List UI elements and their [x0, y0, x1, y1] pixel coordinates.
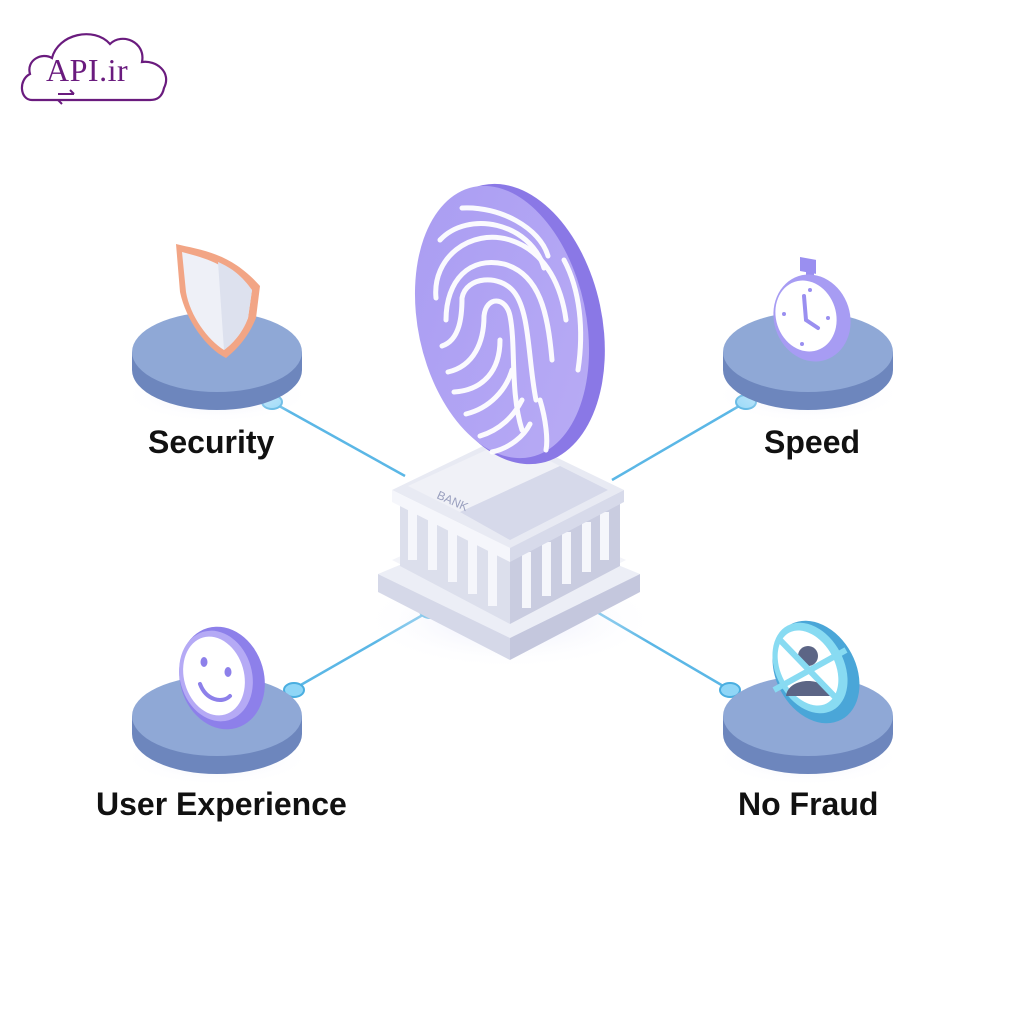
logo-text: API.ir — [46, 52, 129, 88]
stopwatch-icon — [773, 257, 851, 362]
node-label-no-fraud: No Fraud — [738, 786, 879, 822]
bank-building-icon: BANK — [360, 434, 660, 670]
platform-speed — [713, 312, 903, 423]
api-ir-logo: API.ir — [18, 18, 178, 113]
node-label-user-experience: User Experience — [96, 786, 347, 822]
shield-icon — [176, 244, 260, 358]
cloud-exchange-icon — [20, 33, 168, 105]
node-label-speed: Speed — [764, 424, 861, 460]
no-fraud-icon — [772, 620, 860, 724]
fingerprint-icon — [414, 183, 605, 465]
node-label-security: Security — [148, 424, 275, 460]
smiley-face-icon — [179, 626, 265, 730]
